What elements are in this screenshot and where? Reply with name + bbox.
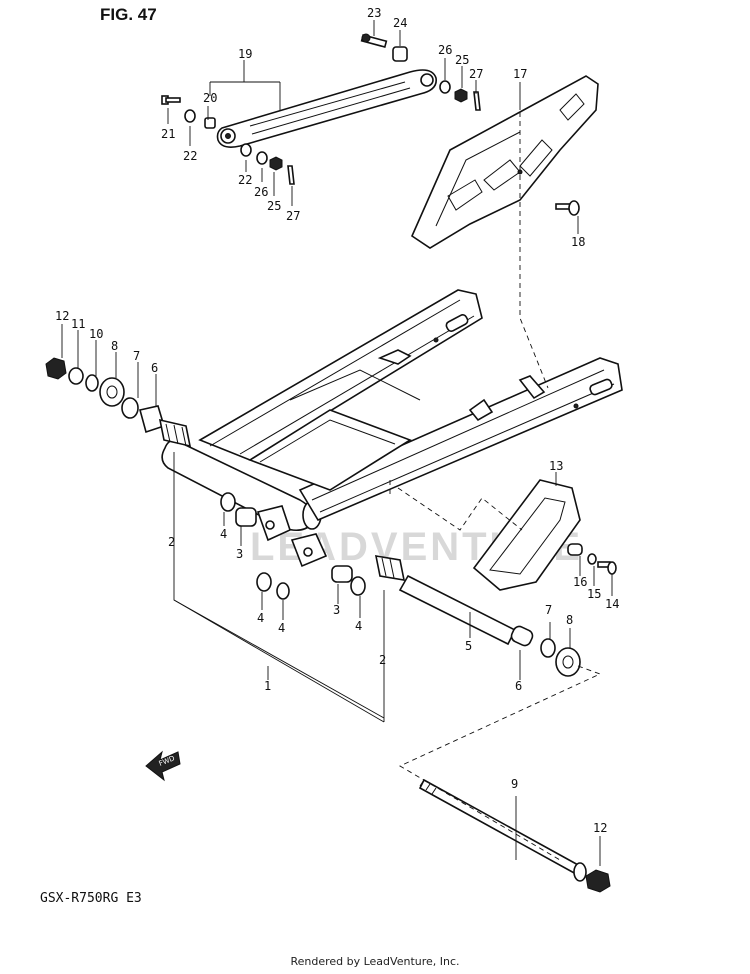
footer-credit: Rendered by LeadVenture, Inc.: [290, 955, 460, 968]
dust-seal-4b: [256, 572, 272, 592]
callout-3b: 3: [333, 603, 340, 617]
callout-14: 14: [605, 597, 619, 611]
callout-2b: 2: [379, 653, 386, 667]
fwd-arrow: FWD: [145, 750, 181, 782]
figure-title: FIG. 47: [100, 5, 157, 24]
collar-16: [567, 543, 583, 556]
pivot-bolt: [418, 778, 587, 882]
washer-26b: [256, 151, 268, 165]
nut-12: [45, 357, 67, 380]
callout-16: 16: [573, 575, 587, 589]
callout-24: 24: [393, 16, 407, 30]
chain-case: [410, 75, 599, 249]
callout-8: 8: [111, 339, 118, 353]
callout-5: 5: [465, 639, 472, 653]
callout-4a: 4: [220, 527, 227, 541]
callout-21: 21: [161, 127, 175, 141]
dust-seal-4a: [220, 492, 236, 512]
callout-27: 27: [469, 67, 483, 81]
callout-18: 18: [571, 235, 585, 249]
washer-22: [184, 109, 196, 123]
needle-bearing: [158, 418, 192, 448]
callout-20: 20: [203, 91, 217, 105]
callout-15: 15: [587, 587, 601, 601]
callout-12b: 12: [593, 821, 607, 835]
torque-link-bolt: [360, 33, 408, 62]
callout-17: 17: [513, 67, 527, 81]
callout-22b: 22: [238, 173, 252, 187]
screw-14: [597, 561, 617, 575]
callout-25: 25: [455, 53, 469, 67]
washer-22b: [240, 143, 252, 157]
callout-10: 10: [89, 327, 103, 341]
callout-1: 1: [264, 679, 271, 693]
collar-20: [204, 117, 216, 129]
callout-19: 19: [238, 47, 252, 61]
bolt-21: [161, 95, 181, 105]
chain-buffer: [472, 479, 581, 591]
pivot-shaft: [398, 574, 517, 646]
nut-25b: [269, 156, 283, 171]
cap-8b: [555, 647, 581, 677]
callout-4c: 4: [278, 621, 285, 635]
leader-lines: [61, 20, 613, 866]
bolt-18: [555, 200, 580, 216]
callout-2: 2: [168, 535, 175, 549]
callout-7: 7: [133, 349, 140, 363]
callout-9: 9: [511, 777, 518, 791]
callout-8b: 8: [566, 613, 573, 627]
callout-4d: 4: [355, 619, 362, 633]
cotter-pin-27b: [287, 165, 295, 185]
callout-4b: 4: [257, 611, 264, 625]
spacer-6b: [510, 625, 534, 647]
nut-25: [454, 88, 468, 103]
callout-26b: 26: [254, 185, 268, 199]
dashed-guide-lines: [389, 112, 602, 861]
callouts: 19 20 21 22 22 26 25 27 23 24 26 25 27 1…: [55, 6, 619, 835]
seal-7b: [540, 638, 556, 658]
callout-11: 11: [71, 317, 85, 331]
callout-26: 26: [438, 43, 452, 57]
spacer-6: [139, 405, 165, 434]
torque-link: [216, 69, 437, 148]
callout-12: 12: [55, 309, 69, 323]
seal-7: [121, 397, 139, 419]
callout-25b: 25: [267, 199, 281, 213]
cap-8: [99, 377, 125, 407]
washer-11: [68, 367, 84, 385]
callout-23: 23: [367, 6, 381, 20]
callout-22: 22: [183, 149, 197, 163]
dust-seal-4d: [350, 576, 366, 596]
bushing-3b: [331, 565, 353, 583]
callout-6b: 6: [515, 679, 522, 693]
washer-10: [85, 374, 99, 392]
callout-7b: 7: [545, 603, 552, 617]
swingarm: [161, 289, 623, 568]
callout-6: 6: [151, 361, 158, 375]
washer-15: [587, 553, 597, 565]
bushing-3a: [235, 507, 257, 527]
washer-26: [439, 80, 451, 94]
cotter-pin-27: [473, 91, 481, 111]
callout-3a: 3: [236, 547, 243, 561]
callout-13: 13: [549, 459, 563, 473]
nut-12b: [585, 869, 611, 893]
dust-seal-4c: [276, 582, 290, 600]
model-code: GSX-R750RG E3: [40, 891, 142, 906]
callout-27b: 27: [286, 209, 300, 223]
bearing-right: [374, 555, 406, 581]
